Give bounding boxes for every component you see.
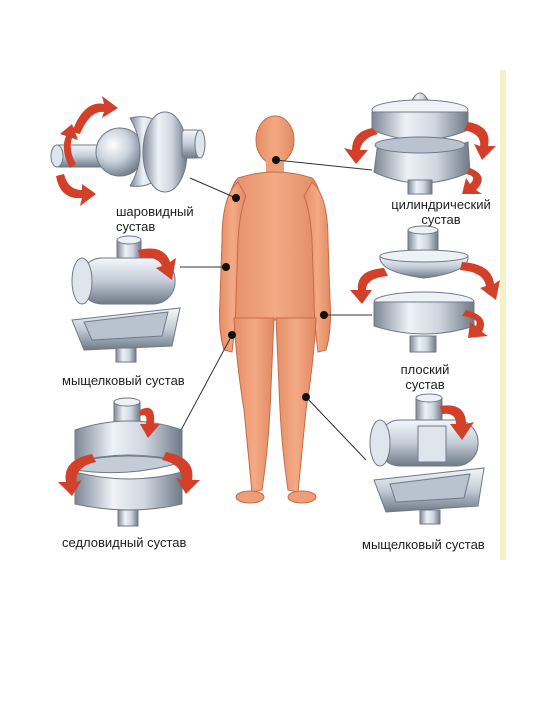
cylindrical-joint-model	[371, 92, 471, 195]
condylar-joint-right-arrow	[440, 405, 474, 440]
joint-dots	[222, 156, 328, 401]
leader-lines	[179, 159, 373, 461]
figure-right-leg	[275, 317, 317, 493]
figure-right-foot	[287, 490, 317, 504]
joint-dot-elbow	[222, 263, 230, 271]
ball-joint-arrows	[56, 96, 118, 206]
condylar-joint-right-model	[369, 393, 485, 525]
figure-left-foot	[235, 490, 265, 504]
figure-left-arm	[219, 181, 247, 353]
human-figure	[219, 115, 331, 504]
leader-saddle	[179, 334, 233, 433]
label-condylar-joint-right: мыщелковый сустав	[362, 537, 485, 552]
saddle-joint-arrows	[58, 407, 200, 496]
leader-condylar-right	[305, 396, 367, 461]
leader-ball	[189, 177, 237, 199]
joint-dot-wrist-right	[320, 311, 328, 319]
label-saddle-joint: седловидный сустав	[62, 535, 187, 550]
label-ball-joint: шаровидный сустав	[116, 204, 194, 234]
leader-cylindrical	[275, 159, 373, 171]
label-ball-joint-line1: шаровидный	[116, 204, 194, 219]
figure-left-leg	[233, 317, 275, 493]
label-cylindrical-joint-line1: цилиндрический	[391, 197, 491, 212]
joint-dot-neck	[272, 156, 280, 164]
condylar-joint-left-arrow	[138, 248, 176, 280]
label-plane-joint: плоский сустав	[390, 362, 460, 392]
ball-joint-model	[50, 111, 206, 193]
label-cylindrical-joint: цилиндрический сустав	[386, 197, 496, 227]
saddle-joint-model	[74, 397, 184, 527]
label-condylar-joint-left: мыщелковый сустав	[62, 373, 185, 388]
label-ball-joint-line2: сустав	[116, 219, 156, 234]
figure-neck	[266, 158, 284, 174]
label-plane-joint-line2: сустав	[405, 377, 445, 392]
joint-dot-shoulder	[232, 194, 240, 202]
label-plane-joint-line1: плоский	[400, 362, 450, 377]
joint-dot-wrist-left	[228, 331, 236, 339]
plane-joint-model	[373, 225, 475, 353]
cylindrical-joint-arrows	[344, 122, 496, 194]
label-cylindrical-joint-line2: сустав	[421, 212, 461, 227]
plane-joint-arrows	[350, 262, 500, 338]
side-strip	[500, 70, 506, 560]
figure-right-arm	[303, 181, 331, 353]
condylar-joint-left-model	[71, 235, 181, 363]
joint-dot-knee	[302, 393, 310, 401]
